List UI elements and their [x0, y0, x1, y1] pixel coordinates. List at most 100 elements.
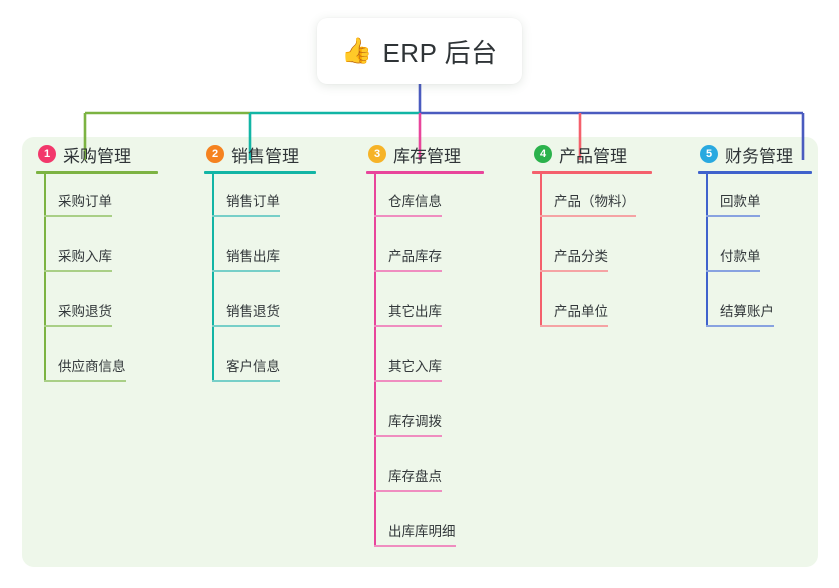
module-header[interactable]: 5 财务管理	[684, 137, 834, 171]
submodule-item[interactable]: 产品（物料）	[518, 174, 688, 229]
submodule-label: 产品分类	[554, 249, 608, 264]
module-column: 1 采购管理采购订单采购入库采购退货供应商信息	[22, 137, 192, 394]
submodule-underline	[374, 545, 456, 547]
submodule-item[interactable]: 其它入库	[352, 339, 522, 394]
submodule-underline	[44, 325, 112, 327]
submodule-item[interactable]: 产品分类	[518, 229, 688, 284]
root-node[interactable]: 👍 ERP 后台	[317, 18, 522, 84]
submodule-underline	[44, 215, 112, 217]
submodule-underline	[540, 270, 608, 272]
module-title: 销售管理	[231, 146, 299, 166]
submodule-item[interactable]: 其它出库	[352, 284, 522, 339]
submodule-label: 采购退货	[58, 304, 112, 319]
module-column: 3 库存管理仓库信息产品库存其它出库其它入库库存调拨库存盘点出库库明细	[352, 137, 522, 559]
module-header[interactable]: 2 销售管理	[190, 137, 360, 171]
submodule-label: 出库库明细	[388, 524, 456, 539]
submodule-item[interactable]: 库存调拨	[352, 394, 522, 449]
submodule-item[interactable]: 仓库信息	[352, 174, 522, 229]
submodule-underline	[374, 325, 442, 327]
submodule-underline	[212, 325, 280, 327]
submodule-underline	[706, 215, 760, 217]
submodule-underline	[44, 380, 126, 382]
submodule-underline	[212, 215, 280, 217]
submodule-label: 产品单位	[554, 304, 608, 319]
submodule-label: 采购入库	[58, 249, 112, 264]
submodule-label: 库存调拨	[388, 414, 442, 429]
submodule-underline	[374, 490, 442, 492]
submodule-item[interactable]: 付款单	[684, 229, 834, 284]
submodule-underline	[212, 380, 280, 382]
submodule-label: 结算账户	[720, 304, 774, 319]
submodule-underline	[374, 435, 442, 437]
submodule-spine	[540, 174, 542, 327]
submodule-label: 产品库存	[388, 249, 442, 264]
module-header[interactable]: 1 采购管理	[22, 137, 192, 171]
module-divider	[366, 171, 484, 174]
submodule-label: 仓库信息	[388, 194, 442, 209]
module-number-badge: 5	[700, 145, 718, 163]
module-title: 库存管理	[393, 146, 461, 166]
module-number-badge: 4	[534, 145, 552, 163]
submodule-spine	[44, 174, 46, 382]
submodule-label: 其它出库	[388, 304, 442, 319]
module-number-badge: 2	[206, 145, 224, 163]
submodule-underline	[44, 270, 112, 272]
submodule-label: 其它入库	[388, 359, 442, 374]
submodule-list: 销售订单销售出库销售退货客户信息	[190, 174, 360, 394]
module-column: 5 财务管理回款单付款单结算账户	[684, 137, 834, 339]
submodule-item[interactable]: 结算账户	[684, 284, 834, 339]
module-divider	[532, 171, 652, 174]
module-title: 产品管理	[559, 146, 627, 166]
thumbs-up-icon: 👍	[341, 36, 373, 65]
submodule-item[interactable]: 销售退货	[190, 284, 360, 339]
module-divider	[204, 171, 316, 174]
submodule-item[interactable]: 产品单位	[518, 284, 688, 339]
module-number-badge: 3	[368, 145, 386, 163]
module-title: 财务管理	[725, 146, 793, 166]
submodule-underline	[706, 270, 760, 272]
submodule-item[interactable]: 出库库明细	[352, 504, 522, 559]
submodule-item[interactable]: 采购订单	[22, 174, 192, 229]
module-header[interactable]: 4 产品管理	[518, 137, 688, 171]
submodule-label: 采购订单	[58, 194, 112, 209]
submodule-item[interactable]: 供应商信息	[22, 339, 192, 394]
submodule-label: 客户信息	[226, 359, 280, 374]
submodule-spine	[212, 174, 214, 382]
module-column: 2 销售管理销售订单销售出库销售退货客户信息	[190, 137, 360, 394]
module-divider	[36, 171, 158, 174]
submodule-list: 采购订单采购入库采购退货供应商信息	[22, 174, 192, 394]
submodule-label: 库存盘点	[388, 469, 442, 484]
submodule-list: 回款单付款单结算账户	[684, 174, 834, 339]
page-title: ERP 后台	[382, 37, 498, 68]
submodule-spine	[706, 174, 708, 327]
submodule-spine	[374, 174, 376, 547]
submodule-item[interactable]: 库存盘点	[352, 449, 522, 504]
submodule-item[interactable]: 回款单	[684, 174, 834, 229]
module-divider	[698, 171, 812, 174]
module-number-badge: 1	[38, 145, 56, 163]
submodule-item[interactable]: 采购入库	[22, 229, 192, 284]
submodule-list: 仓库信息产品库存其它出库其它入库库存调拨库存盘点出库库明细	[352, 174, 522, 559]
submodule-label: 销售退货	[226, 304, 280, 319]
module-title: 采购管理	[63, 146, 131, 166]
submodule-underline	[706, 325, 774, 327]
submodule-list: 产品（物料） 产品分类产品单位	[518, 174, 688, 339]
submodule-label: 供应商信息	[58, 359, 126, 374]
submodule-underline	[540, 215, 636, 217]
submodule-item[interactable]: 采购退货	[22, 284, 192, 339]
module-header[interactable]: 3 库存管理	[352, 137, 522, 171]
submodule-label: 付款单	[720, 249, 761, 264]
submodule-underline	[374, 380, 442, 382]
submodule-label: 回款单	[720, 194, 761, 209]
submodule-item[interactable]: 销售出库	[190, 229, 360, 284]
submodule-label: 销售订单	[226, 194, 280, 209]
submodule-underline	[374, 270, 442, 272]
submodule-underline	[212, 270, 280, 272]
submodule-item[interactable]: 销售订单	[190, 174, 360, 229]
submodule-underline	[540, 325, 608, 327]
module-column: 4 产品管理产品（物料） 产品分类产品单位	[518, 137, 688, 339]
submodule-item[interactable]: 客户信息	[190, 339, 360, 394]
modules-panel	[22, 137, 818, 567]
submodule-item[interactable]: 产品库存	[352, 229, 522, 284]
